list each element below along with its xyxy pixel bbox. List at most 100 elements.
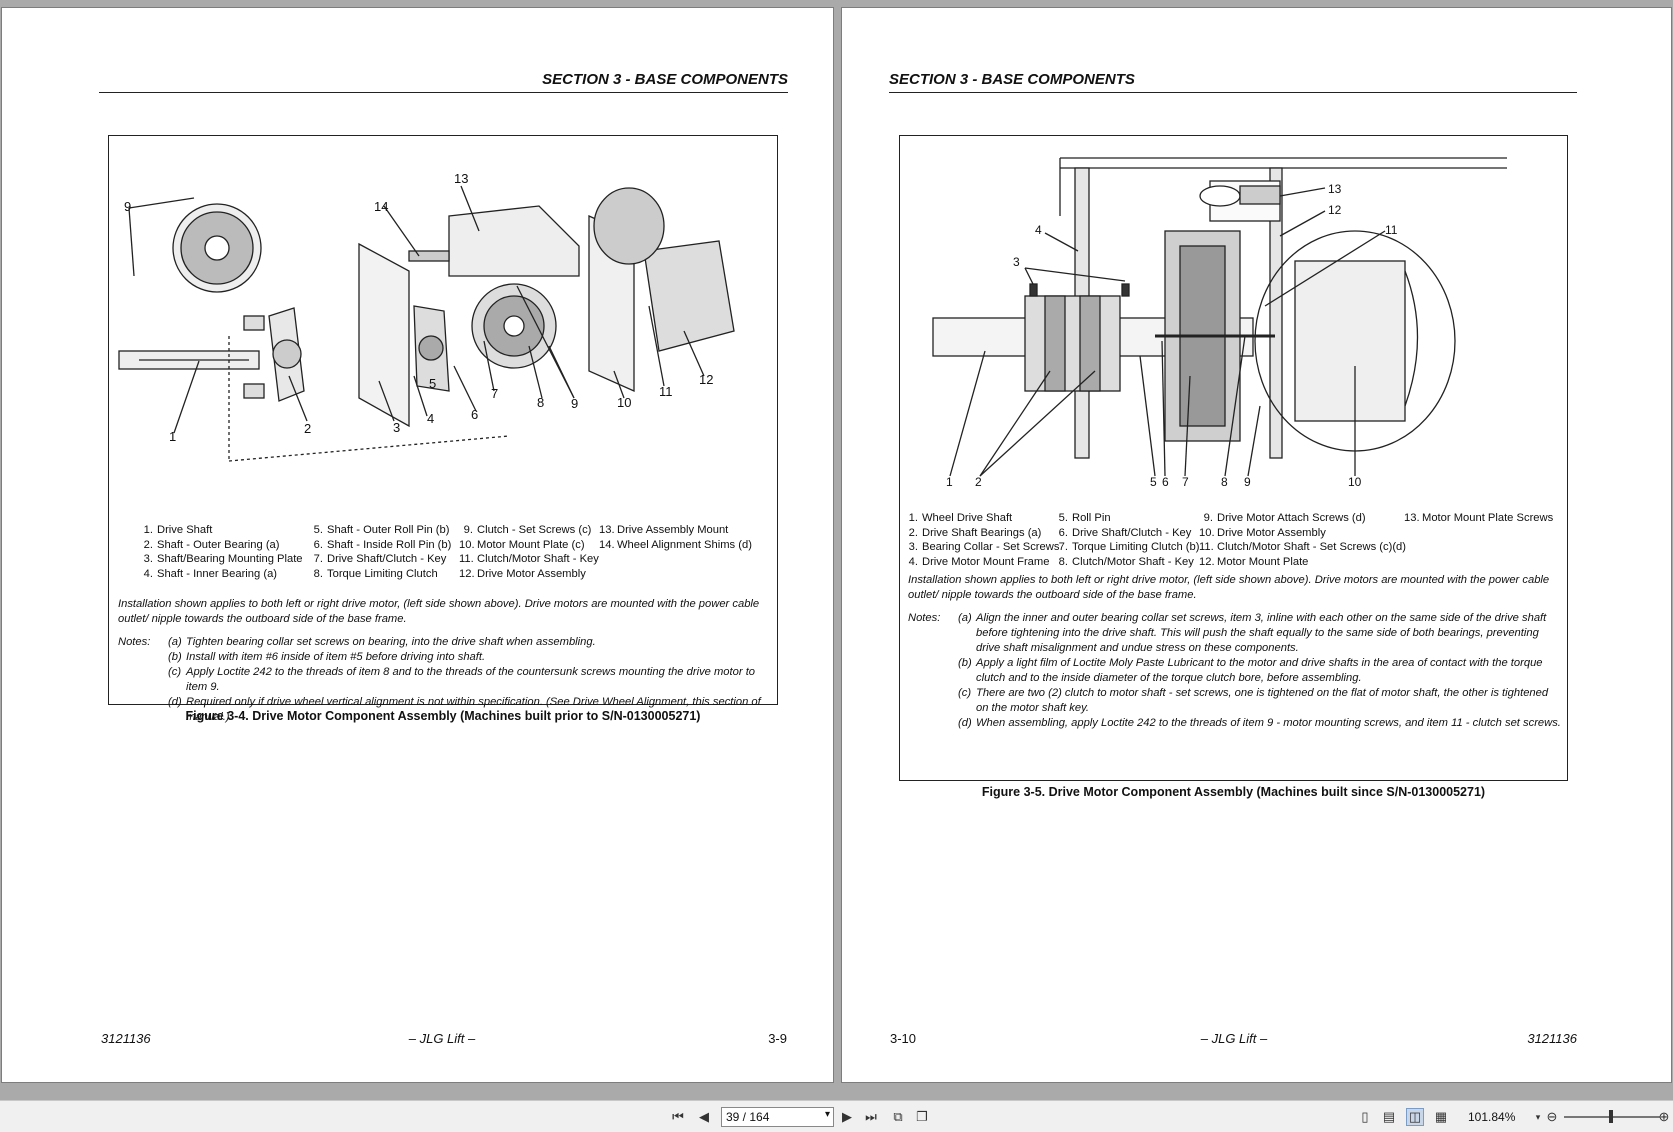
callout-6: 6 (471, 407, 478, 422)
notes-block: Installation shown applies to both left … (118, 597, 770, 725)
note-item: (a)Align the inner and outer bearing col… (958, 612, 1547, 654)
legend-item: 3.Shaft/Bearing Mounting Plate (143, 553, 303, 566)
footer-doc-number: 3121136 (101, 1031, 151, 1046)
legend-item: 13.Motor Mount Plate Screws (1404, 512, 1554, 524)
legend-item: 14.Wheel Alignment Shims (d) (599, 538, 752, 551)
callout-8: 8 (537, 395, 544, 410)
section-title: SECTION 3 - BASE COMPONENTS (99, 65, 788, 93)
two-page-icon[interactable]: ◫ (1406, 1108, 1424, 1126)
legend-item: 11.Clutch/Motor Shaft - Key (459, 553, 599, 566)
single-page-icon[interactable]: ▯ (1361, 1109, 1369, 1124)
notes-block: Installation shown applies to both left … (908, 573, 1563, 731)
zoom-slider-thumb[interactable] (1609, 1110, 1613, 1123)
note-item: (b)Apply a light film of Loctite Moly Pa… (958, 657, 1543, 684)
callout-1: 1 (946, 475, 953, 489)
callout-9-top: 9 (124, 199, 131, 214)
note-item: (c)There are two (2) clutch to motor sha… (958, 687, 1549, 714)
figure-caption: Figure 3-4. Drive Motor Component Assemb… (185, 709, 701, 723)
zoom-in-icon[interactable]: ⊕ (1658, 1109, 1670, 1124)
legend-item: 4.Shaft - Inner Bearing (a) (143, 567, 278, 580)
callout-8: 8 (1221, 475, 1228, 489)
note-item: (b)Install with item #6 inside of item #… (168, 651, 486, 663)
last-page-icon[interactable]: ⏭ (865, 1109, 877, 1124)
callout-5: 5 (429, 376, 436, 391)
parts-legend: 1.Drive Shaft 2.Shaft - Outer Bearing (a… (139, 523, 769, 583)
rotate-icon[interactable]: ⧉ (893, 1109, 903, 1124)
page-number-field[interactable]: 39 / 164 ▾ (721, 1107, 834, 1127)
two-page-continuous-icon[interactable]: ▦ (1434, 1109, 1448, 1124)
callout-3: 3 (1013, 255, 1020, 269)
callout-7: 7 (1182, 475, 1189, 489)
callout-6: 6 (1162, 475, 1169, 489)
callout-3: 3 (393, 420, 400, 435)
continuous-icon[interactable]: ▤ (1382, 1109, 1396, 1124)
callout-9: 9 (1244, 475, 1251, 489)
legend-item: 9.Clutch - Set Screws (c) (463, 524, 592, 536)
legend-item: 6.Drive Shaft/Clutch - Key (1058, 526, 1192, 539)
legend-item: 1.Wheel Drive Shaft (908, 512, 1013, 524)
document-viewer[interactable]: SECTION 3 - BASE COMPONENTS (0, 0, 1673, 1100)
callout-11: 11 (1385, 223, 1398, 237)
footer-brand: – JLG Lift – (408, 1031, 476, 1046)
callout-12: 12 (699, 372, 713, 387)
prev-page-icon[interactable]: ◀ (699, 1109, 709, 1124)
legend-item: 12.Motor Mount Plate (1199, 555, 1309, 568)
legend-item: 11.Clutch/Motor Shaft - Set Screws (c)(d… (1199, 541, 1406, 554)
figure-caption: Figure 3-5. Drive Motor Component Assemb… (981, 785, 1486, 799)
legend-item: 10.Motor Mount Plate (c) (459, 538, 585, 551)
callout-4: 4 (1035, 223, 1042, 237)
callout-1: 1 (169, 429, 176, 444)
legend-item: 2.Drive Shaft Bearings (a) (908, 526, 1042, 539)
callout-11: 11 (659, 384, 673, 399)
zoom-out-icon[interactable]: ⊖ (1546, 1109, 1558, 1124)
section-view-drawing: 1 2 3 4 5 6 7 8 9 10 11 12 13 (932, 157, 1507, 489)
footer-page-number: 3-9 (768, 1031, 787, 1046)
callout-10: 10 (617, 395, 631, 410)
installation-note: Installation shown applies to both left … (908, 574, 1550, 601)
legend-item: 4.Drive Motor Mount Frame (908, 555, 1050, 568)
zoom-dropdown-icon[interactable]: ▾ (1535, 1111, 1541, 1122)
page-dropdown-icon[interactable]: ▾ (824, 1109, 830, 1120)
legend-item: 7.Torque Limiting Clutch (b) (1058, 541, 1200, 554)
viewer-toolbar: ⏮ ◀ 39 / 164 ▾ ▶ ⏭ ⧉ ❐ ▯ ▤ ◫ ▦ 101.84% ▾… (0, 1100, 1673, 1132)
exploded-assembly-drawing: 1 2 3 4 5 6 7 8 9 9 10 11 12 13 14 (118, 171, 735, 462)
note-item: (c)Apply Loctite 242 to the threads of i… (168, 666, 756, 693)
legend-item: 9.Drive Motor Attach Screws (d) (1203, 512, 1366, 524)
next-page-icon[interactable]: ▶ (842, 1109, 852, 1124)
callout-13: 13 (454, 171, 468, 186)
legend-item: 5.Shaft - Outer Roll Pin (b) (313, 524, 450, 536)
footer-brand: – JLG Lift – (1200, 1031, 1268, 1046)
callout-5: 5 (1150, 475, 1157, 489)
callout-2: 2 (304, 421, 311, 436)
note-item: (d)When assembling, apply Loctite 242 to… (958, 717, 1561, 729)
callout-10: 10 (1348, 475, 1362, 489)
notes-label: Notes: (908, 612, 941, 624)
legend-item: 6.Shaft - Inside Roll Pin (b) (313, 538, 452, 551)
footer-page-number: 3-10 (890, 1031, 917, 1046)
callout-14: 14 (374, 199, 388, 214)
zoom-level[interactable]: 101.84% (1468, 1110, 1516, 1124)
legend-item: 2.Shaft - Outer Bearing (a) (143, 538, 280, 551)
figure-box: 1 2 3 4 5 6 7 8 9 9 10 11 12 13 14 (108, 135, 778, 723)
callout-13: 13 (1328, 182, 1342, 196)
legend-item: 8.Torque Limiting Clutch (313, 567, 438, 580)
legend-item: 10.Drive Motor Assembly (1199, 526, 1326, 539)
legend-item: 12.Drive Motor Assembly (459, 567, 586, 580)
legend-item: 1.Drive Shaft (143, 524, 213, 536)
callout-9: 9 (571, 396, 578, 411)
note-item: (a)Tighten bearing collar set screws on … (168, 636, 596, 648)
legend-item: 13.Drive Assembly Mount (599, 524, 729, 536)
notes-label: Notes: (118, 636, 151, 648)
page-right: SECTION 3 - BASE COMPONENTS (841, 7, 1672, 1083)
section-title: SECTION 3 - BASE COMPONENTS (889, 65, 1577, 93)
first-page-icon[interactable]: ⏮ (672, 1109, 684, 1124)
installation-note: Installation shown applies to both left … (118, 598, 760, 625)
legend-item: 3.Bearing Collar - Set Screws (908, 541, 1060, 554)
figure-box: 1 2 3 4 5 6 7 8 9 10 11 12 13 1.Wheel (899, 135, 1568, 781)
callout-2: 2 (975, 475, 982, 489)
page-left: SECTION 3 - BASE COMPONENTS (1, 7, 834, 1083)
legend-item: 7.Drive Shaft/Clutch - Key (313, 553, 447, 566)
callout-4: 4 (427, 411, 434, 426)
callout-12: 12 (1328, 203, 1342, 217)
copy-icon[interactable]: ❐ (916, 1109, 928, 1124)
